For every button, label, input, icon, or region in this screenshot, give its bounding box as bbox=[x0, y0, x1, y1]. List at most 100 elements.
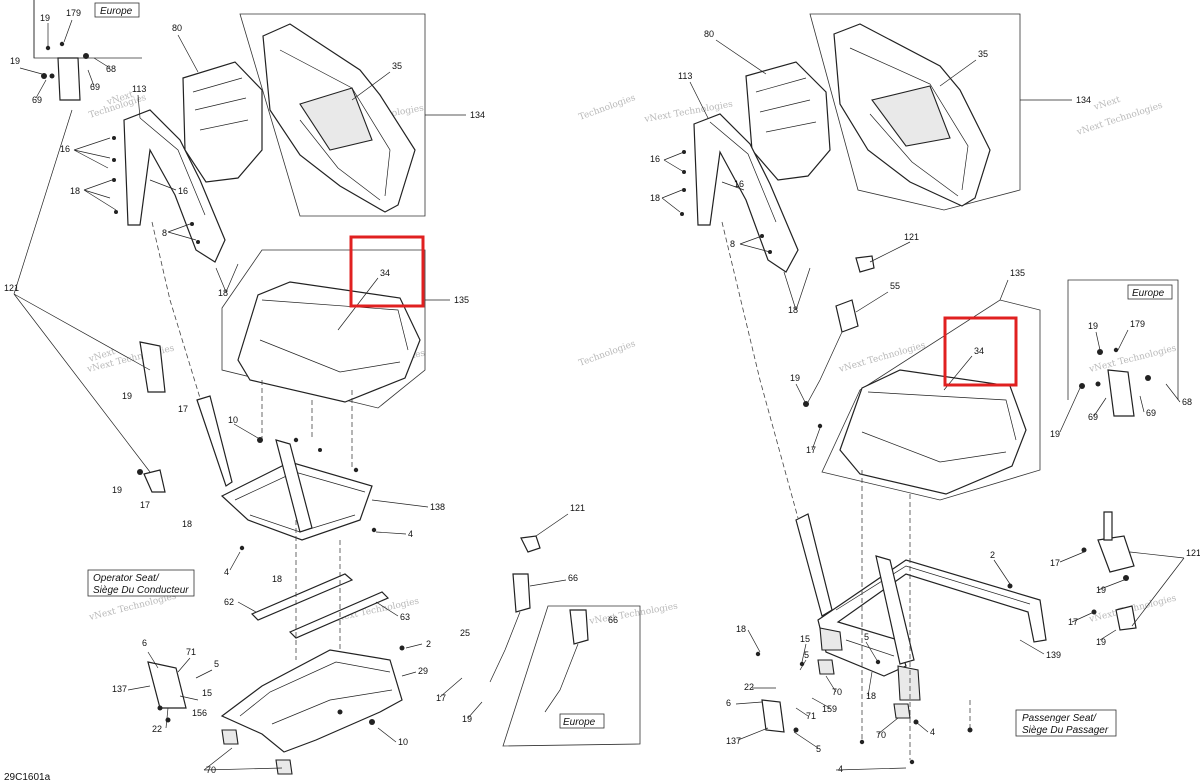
callout: 15 bbox=[800, 634, 810, 644]
passenger-callouts: 80 35 134 113 16 18 16 8 18 121 55 135 3… bbox=[650, 29, 1200, 774]
passenger-caption-line2: Siège Du Passager bbox=[1022, 725, 1109, 736]
callout: 10 bbox=[398, 737, 408, 747]
passenger-seat-frame bbox=[795, 513, 1047, 701]
operator-seat-rails bbox=[250, 573, 390, 639]
callout: 69 bbox=[90, 82, 100, 92]
callout: 139 bbox=[1046, 650, 1061, 660]
operator-seat-frame bbox=[196, 395, 373, 541]
callout: 17 bbox=[806, 445, 816, 455]
operator-assembly-lines bbox=[151, 221, 353, 660]
callout: 5 bbox=[804, 650, 809, 660]
operator-seat-cushion bbox=[221, 249, 426, 409]
callout: 134 bbox=[470, 110, 485, 120]
callout: 80 bbox=[704, 29, 714, 39]
operator-callouts: 19 179 19 69 69 68 80 35 134 113 16 18 1… bbox=[4, 8, 618, 775]
callout: 69 bbox=[1088, 412, 1098, 422]
callout: 19 bbox=[40, 13, 50, 23]
europe-box-left: Europe bbox=[33, 0, 142, 59]
callout: 4 bbox=[224, 567, 229, 577]
callout: 71 bbox=[806, 711, 816, 721]
callout: 5 bbox=[214, 659, 219, 669]
europe-label: Europe bbox=[563, 717, 596, 728]
passenger-seat-belt bbox=[807, 255, 875, 403]
callout: 66 bbox=[608, 615, 618, 625]
callout: 121 bbox=[1186, 548, 1200, 558]
callout: 25 bbox=[460, 628, 470, 638]
callout: 69 bbox=[1146, 408, 1156, 418]
callout: 8 bbox=[162, 228, 167, 238]
operator-small-parts bbox=[57, 57, 187, 709]
callout: 19 bbox=[1088, 321, 1098, 331]
passenger-hardware bbox=[680, 150, 1151, 765]
callout: 35 bbox=[978, 49, 988, 59]
callout: 19 bbox=[1096, 585, 1106, 595]
callout: 135 bbox=[1010, 268, 1025, 278]
passenger-seat-caption: Passenger Seat/ Siège Du Passager bbox=[1015, 709, 1117, 737]
passenger-small-parts bbox=[761, 511, 1137, 733]
callout: 121 bbox=[4, 283, 19, 293]
callout: 19 bbox=[1050, 429, 1060, 439]
callout: 18 bbox=[736, 624, 746, 634]
callout: 16 bbox=[178, 186, 188, 196]
callout: 19 bbox=[1096, 637, 1106, 647]
callout: 80 bbox=[172, 23, 182, 33]
operator-hardware bbox=[41, 41, 405, 725]
operator-seat-belt bbox=[489, 535, 541, 683]
callout: 17 bbox=[178, 404, 188, 414]
callout-34-highlighted: 34 bbox=[380, 268, 390, 278]
callout: 19 bbox=[790, 373, 800, 383]
callout: 71 bbox=[186, 647, 196, 657]
callout: 18 bbox=[866, 691, 876, 701]
operator-leader-lines bbox=[13, 19, 569, 771]
callout: 138 bbox=[430, 502, 445, 512]
callout: 35 bbox=[392, 61, 402, 71]
callout: 68 bbox=[1182, 397, 1192, 407]
callout: 179 bbox=[66, 8, 81, 18]
callout: 156 bbox=[192, 708, 207, 718]
callout: 17 bbox=[436, 693, 446, 703]
europe-belt-box: Europe bbox=[502, 605, 641, 747]
watermark: vNext Technologies bbox=[1087, 343, 1178, 375]
callout: 18 bbox=[182, 519, 192, 529]
callout: 68 bbox=[106, 64, 116, 74]
operator-seat-base bbox=[220, 649, 403, 775]
watermark: vNext Technologies bbox=[837, 341, 927, 376]
callout-34-highlighted: 34 bbox=[974, 346, 984, 356]
callout: 62 bbox=[224, 597, 234, 607]
callout: 16 bbox=[650, 154, 660, 164]
watermark: vNext Technologies bbox=[588, 602, 679, 628]
callout: 15 bbox=[202, 688, 212, 698]
callout: 10 bbox=[228, 415, 238, 425]
callout: 4 bbox=[930, 727, 935, 737]
watermark: Technologies bbox=[578, 93, 638, 123]
callout: 4 bbox=[838, 764, 843, 774]
callout: 18 bbox=[70, 186, 80, 196]
callout: 135 bbox=[454, 295, 469, 305]
callout: 19 bbox=[462, 714, 472, 724]
callout-34-highlight-box bbox=[349, 235, 425, 308]
watermark: Technologies bbox=[578, 339, 638, 369]
figure-code: 29C1601a bbox=[4, 772, 51, 783]
callout: 16 bbox=[734, 179, 744, 189]
passenger-back-frame bbox=[693, 113, 799, 273]
callout: 137 bbox=[726, 736, 741, 746]
callout: 18 bbox=[218, 288, 228, 298]
callout: 55 bbox=[890, 281, 900, 291]
callout-34-highlight-box bbox=[943, 316, 1018, 387]
callout: 134 bbox=[1076, 95, 1091, 105]
callout: 17 bbox=[140, 500, 150, 510]
callout: 17 bbox=[1068, 617, 1078, 627]
callout: 16 bbox=[60, 144, 70, 154]
callout: 4 bbox=[408, 529, 413, 539]
operator-back-frame bbox=[123, 109, 226, 263]
callout: 19 bbox=[10, 56, 20, 66]
callout: 179 bbox=[1130, 319, 1145, 329]
callout: 137 bbox=[112, 684, 127, 694]
callout: 18 bbox=[788, 305, 798, 315]
callout: 69 bbox=[32, 95, 42, 105]
callout: 22 bbox=[152, 724, 162, 734]
europe-box-right: Europe bbox=[1067, 279, 1179, 417]
operator-seat-caption: Operator Seat/ Siège Du Conducteur bbox=[87, 569, 195, 597]
operator-backrest-assembly bbox=[182, 13, 426, 217]
